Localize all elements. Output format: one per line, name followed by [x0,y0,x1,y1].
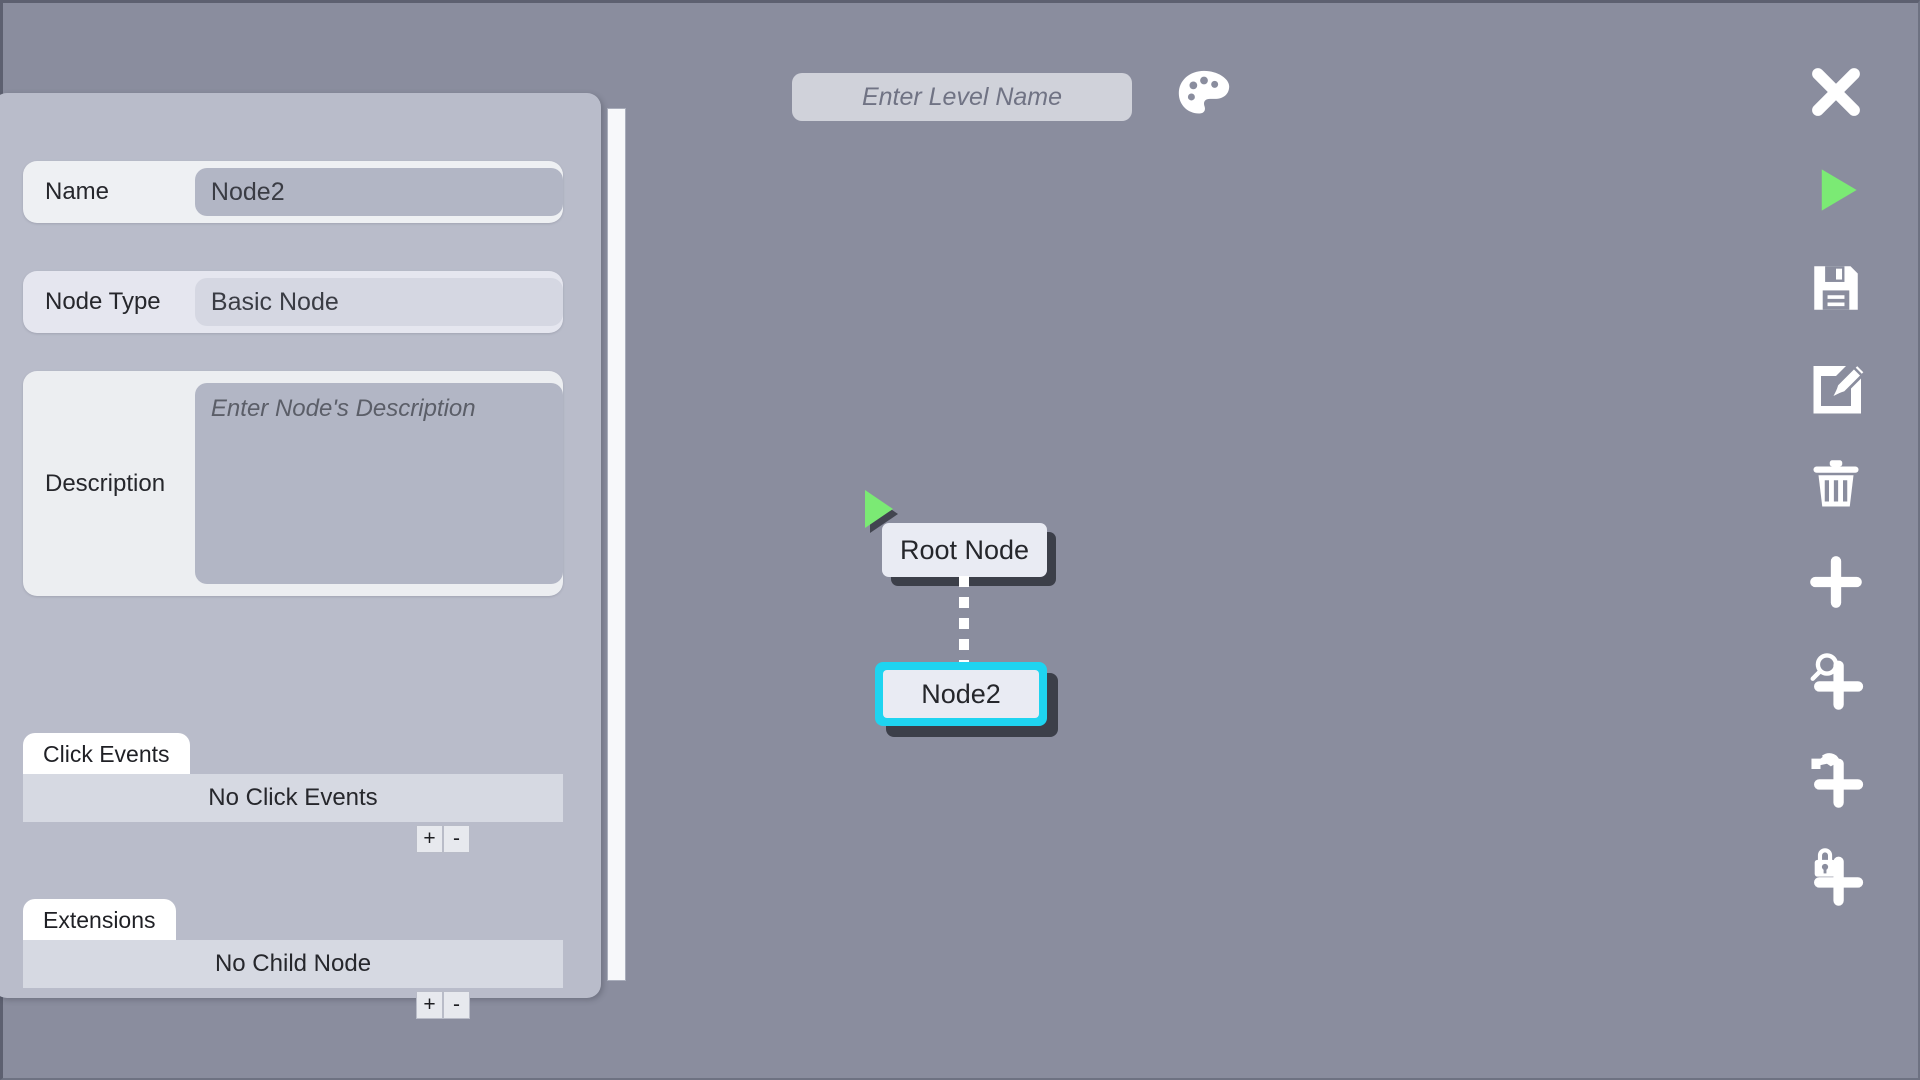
extensions-empty-message: No Child Node [23,940,563,988]
graph-node-root[interactable]: Root Node [882,523,1047,577]
start-node-marker-icon [865,490,893,528]
name-input[interactable]: Node2 [194,168,563,216]
palette-icon[interactable] [1173,65,1235,127]
graph-edge-root-to-node2 [959,576,969,668]
plus-icon[interactable] [1793,533,1879,631]
graph-node-node2[interactable]: Node2 [875,662,1047,726]
field-row-node-type: Node Type Basic Node [23,271,563,333]
section-tab-extensions: Extensions [23,899,176,940]
section-extensions: Extensions No Child Node + - [23,899,563,1019]
inspector-scrollbar[interactable] [607,108,626,981]
graph-node-root-label: Root Node [899,534,1030,565]
remove-click-event-button[interactable]: - [443,825,470,853]
extensions-button-group: + - [23,991,563,1019]
save-icon[interactable] [1793,239,1879,337]
field-row-description: Description Enter Node's Description [23,371,563,596]
lock-plus-icon[interactable] [1793,827,1879,925]
description-textarea[interactable]: Enter Node's Description [194,383,563,584]
click-events-empty-message: No Click Events [23,774,563,822]
field-label-node-type: Node Type [45,288,161,315]
edit-icon[interactable] [1793,337,1879,435]
hand-plus-icon[interactable] [1793,729,1879,827]
field-label-name: Name [45,178,110,205]
section-tab-click-events: Click Events [23,733,190,774]
magnifier-plus-icon[interactable] [1793,631,1879,729]
node-type-select[interactable]: Basic Node [194,278,563,326]
field-label-description: Description [45,469,166,497]
remove-child-node-button[interactable]: - [443,991,470,1019]
graph-node-node2-label: Node2 [921,678,1001,709]
node-inspector-panel: Name Node2 Node Type Basic Node Descript… [0,93,601,1019]
add-child-node-button[interactable]: + [416,991,443,1019]
level-name-input[interactable]: Enter Level Name [792,73,1132,121]
click-events-button-group: + - [23,825,563,853]
trash-icon[interactable] [1793,435,1879,533]
close-icon[interactable] [1793,43,1879,141]
add-click-event-button[interactable]: + [416,825,443,853]
right-toolbar [1784,43,1888,925]
play-icon[interactable] [1793,141,1879,239]
section-click-events: Click Events No Click Events + - [23,733,563,853]
field-row-name: Name Node2 [23,161,563,223]
graph-node-node2-inner: Node2 [883,670,1039,718]
